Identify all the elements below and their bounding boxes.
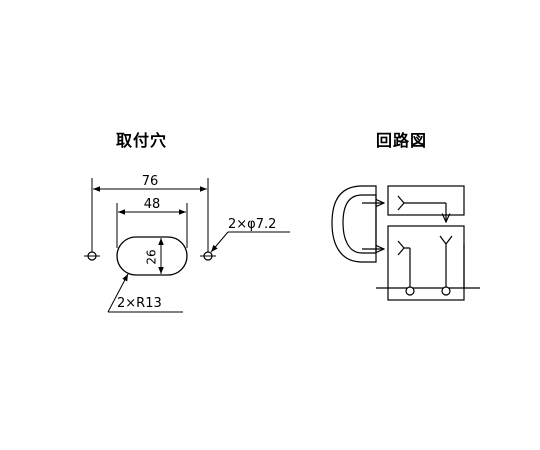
- hole-note-label: 2×φ7.2: [228, 217, 276, 232]
- dim-label-48: 48: [144, 197, 161, 212]
- lower-left-contact-symbol: [397, 240, 405, 256]
- terminal-1: [405, 286, 415, 296]
- mounting-holes-title: 取付穴: [116, 131, 168, 150]
- circuit-handle-outer: [331, 185, 377, 263]
- dim-label-76: 76: [142, 174, 159, 189]
- circuit-handle-inner: [342, 194, 377, 254]
- radius-note-label: 2×R13: [117, 296, 162, 311]
- lower-middle-contact-symbol: [439, 235, 453, 245]
- upper-contact-box: [387, 185, 465, 216]
- slot-outline: [116, 236, 188, 276]
- terminal-2: [441, 286, 451, 296]
- radius-note-leader: [107, 273, 129, 313]
- mounting-holes-drawing: [84, 178, 290, 313]
- lower-contact-box: [387, 225, 465, 301]
- circuit-diagram-title: 回路図: [376, 131, 428, 150]
- circuit-diagram: [331, 185, 480, 301]
- hole-note-leader: [210, 231, 229, 253]
- dim-label-26: 26: [145, 249, 159, 264]
- upper-contact-symbol: [397, 195, 405, 211]
